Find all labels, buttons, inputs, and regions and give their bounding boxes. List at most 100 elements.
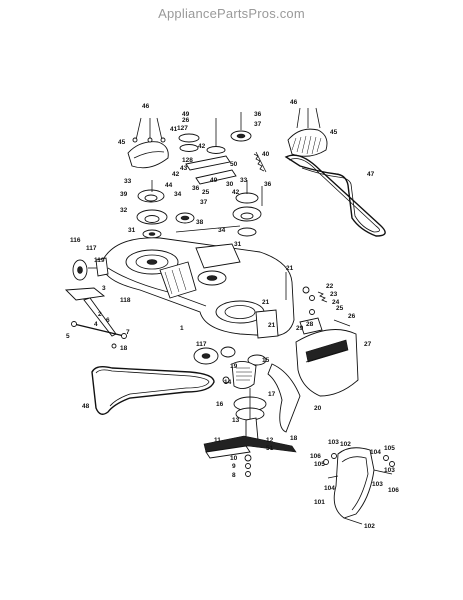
part-label-7: 7	[126, 329, 130, 336]
deck-belt	[284, 154, 386, 237]
center-spindle-stack	[178, 112, 267, 185]
part-label-106b: 106	[388, 487, 399, 494]
part-label-117b: 117	[196, 341, 207, 348]
part-label-4: 4	[94, 321, 98, 328]
part-label-106a: 106	[310, 453, 321, 460]
drive-belt	[91, 365, 215, 415]
part-label-14: 14	[224, 379, 232, 386]
part-label-21b: 21	[262, 299, 270, 306]
part-label-128: 128	[182, 157, 193, 164]
right-pulley-stack	[232, 180, 263, 237]
part-label-40: 40	[262, 151, 270, 158]
part-label-38: 38	[196, 219, 204, 226]
part-label-103c: 103	[372, 481, 383, 488]
pulley-cover-right	[287, 107, 328, 157]
part-label-2: 2	[98, 311, 102, 318]
part-label-29: 29	[296, 325, 304, 332]
part-label-22: 22	[326, 283, 334, 290]
part-label-3: 3	[102, 285, 106, 292]
part-label-27: 27	[364, 341, 372, 348]
part-label-49b: 49	[210, 177, 218, 184]
part-label-117a: 117	[86, 245, 97, 252]
part-label-31b: 31	[234, 241, 242, 248]
discharge-chute	[267, 317, 359, 433]
part-label-103b: 103	[384, 467, 395, 474]
part-label-21a: 21	[286, 265, 294, 272]
part-label-1: 1	[180, 325, 184, 332]
part-label-30: 30	[226, 181, 234, 188]
part-label-48: 48	[82, 403, 90, 410]
part-label-47: 47	[367, 171, 375, 178]
part-label-45a: 45	[118, 139, 126, 146]
part-number-labels: 46 41 49 127 26 42 36 37 45 42 128 43 50…	[66, 99, 399, 530]
pulley-cover-left	[127, 117, 169, 169]
part-label-32a: 32	[120, 207, 128, 214]
part-label-102a: 102	[340, 441, 351, 448]
part-label-13: 13	[232, 417, 240, 424]
part-label-50: 50	[230, 161, 238, 168]
spindle-and-blade	[203, 388, 297, 477]
part-label-9: 9	[232, 463, 236, 470]
part-label-127: 127	[177, 125, 188, 132]
part-label-24: 24	[332, 299, 340, 306]
part-label-6: 6	[106, 317, 110, 324]
part-label-45b: 45	[330, 129, 338, 136]
part-label-51: 51	[266, 445, 274, 452]
part-label-42a: 42	[198, 143, 206, 150]
left-pulley-stack	[136, 180, 195, 239]
part-label-119: 119	[94, 257, 105, 264]
part-label-18b: 18	[290, 435, 298, 442]
left-wheel-assembly	[64, 257, 127, 349]
part-label-18a: 18	[120, 345, 128, 352]
part-label-102b: 102	[364, 523, 375, 530]
part-label-43: 43	[180, 165, 188, 172]
part-label-105a: 105	[384, 445, 395, 452]
part-label-33b: 33	[240, 177, 248, 184]
part-label-46a: 46	[142, 103, 150, 110]
part-label-37b: 37	[200, 199, 208, 206]
part-label-15: 15	[262, 357, 270, 364]
part-label-36b: 36	[192, 185, 200, 192]
idler-pulley-assembly	[193, 346, 267, 389]
part-label-101: 101	[314, 499, 325, 506]
part-label-36a: 36	[254, 111, 262, 118]
part-label-5: 5	[66, 333, 70, 340]
part-label-104b: 104	[324, 485, 335, 492]
part-label-36c: 36	[264, 181, 272, 188]
part-label-42c: 42	[232, 189, 240, 196]
part-label-12: 12	[266, 437, 274, 444]
part-label-28: 28	[306, 321, 314, 328]
part-label-41a: 41	[170, 126, 178, 133]
part-label-31a: 31	[128, 227, 136, 234]
part-label-104a: 104	[370, 449, 381, 456]
part-label-25a: 25	[202, 189, 210, 196]
part-label-103a: 103	[328, 439, 339, 446]
part-label-25b: 25	[336, 305, 344, 312]
part-label-26a: 26	[182, 117, 190, 124]
part-label-11: 11	[214, 437, 221, 444]
part-label-23: 23	[330, 291, 338, 298]
chute-hardware	[285, 272, 328, 315]
part-label-105b: 105	[314, 461, 325, 468]
part-label-118: 118	[120, 297, 131, 304]
part-label-17: 17	[268, 391, 276, 398]
watermark-text: AppliancePartsPros.com	[158, 6, 305, 21]
deck-housing	[103, 225, 295, 339]
part-label-8: 8	[232, 472, 236, 479]
part-label-20: 20	[314, 405, 322, 412]
mulch-plug-assembly	[323, 447, 395, 525]
part-label-42b: 42	[172, 171, 180, 178]
part-label-21c: 21	[268, 322, 276, 329]
part-label-19: 19	[230, 363, 238, 370]
part-label-116: 116	[70, 237, 81, 244]
part-label-16: 16	[216, 401, 224, 408]
part-label-44a: 44	[165, 182, 173, 189]
part-label-10: 10	[230, 455, 238, 462]
part-label-33a: 33	[124, 178, 132, 185]
part-label-34b: 34	[218, 227, 226, 234]
part-label-34a: 34	[174, 191, 182, 198]
part-label-26b: 26	[348, 313, 356, 320]
part-label-49a: 49	[182, 111, 190, 118]
part-label-39: 39	[120, 191, 128, 198]
